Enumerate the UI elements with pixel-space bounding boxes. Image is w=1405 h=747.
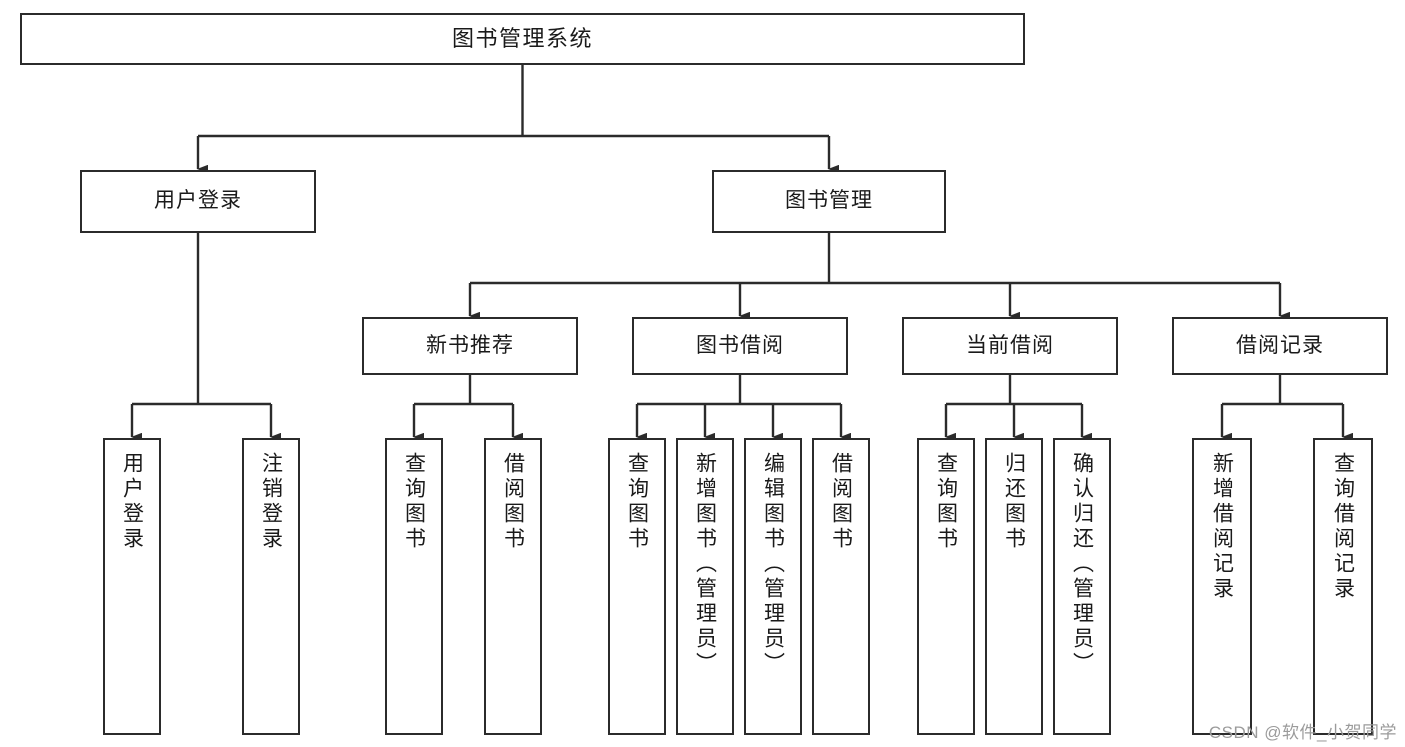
node-label-leaf-add-record: 新增借阅记录 (1210, 452, 1234, 602)
node-label-leaf-query-book-3: 查询图书 (934, 452, 958, 552)
node-root[interactable]: 图书管理系统 (20, 13, 1025, 65)
node-new-book-rec[interactable]: 新书推荐 (362, 317, 578, 375)
node-leaf-borrow-book-2[interactable]: 借阅图书 (812, 438, 870, 735)
node-label-leaf-query-book-2: 查询图书 (625, 452, 649, 552)
node-leaf-user-logout[interactable]: 注销登录 (242, 438, 300, 735)
node-book-manage[interactable]: 图书管理 (712, 170, 946, 233)
node-leaf-user-login[interactable]: 用户登录 (103, 438, 161, 735)
node-label-leaf-user-logout: 注销登录 (259, 452, 283, 552)
node-leaf-return-book[interactable]: 归还图书 (985, 438, 1043, 735)
node-leaf-query-book-3[interactable]: 查询图书 (917, 438, 975, 735)
node-label-leaf-return-book: 归还图书 (1002, 452, 1026, 552)
node-leaf-query-book-1[interactable]: 查询图书 (385, 438, 443, 735)
node-label-leaf-query-record: 查询借阅记录 (1331, 452, 1355, 602)
node-current-borrow[interactable]: 当前借阅 (902, 317, 1118, 375)
node-label-leaf-borrow-book-2: 借阅图书 (829, 452, 853, 552)
node-label-root: 图书管理系统 (451, 26, 593, 52)
node-leaf-query-record[interactable]: 查询借阅记录 (1313, 438, 1373, 735)
node-label-leaf-query-book-1: 查询图书 (402, 452, 426, 552)
node-leaf-edit-book[interactable]: 编辑图书（管理员） (744, 438, 802, 735)
node-label-current-borrow: 当前借阅 (966, 333, 1054, 357)
node-label-book-borrow: 图书借阅 (696, 333, 784, 357)
node-leaf-add-book[interactable]: 新增图书（管理员） (676, 438, 734, 735)
node-leaf-borrow-book-1[interactable]: 借阅图书 (484, 438, 542, 735)
node-label-book-manage: 图书管理 (785, 189, 873, 213)
edge-group (130, 65, 1353, 442)
node-label-leaf-add-book: 新增图书（管理员） (693, 452, 717, 677)
watermark: CSDN @软件_小贺同学 (1208, 723, 1397, 742)
node-label-leaf-borrow-book-1: 借阅图书 (501, 452, 525, 552)
node-leaf-query-book-2[interactable]: 查询图书 (608, 438, 666, 735)
node-label-borrow-record: 借阅记录 (1236, 333, 1324, 357)
node-label-leaf-edit-book: 编辑图书（管理员） (761, 452, 785, 677)
node-user-login[interactable]: 用户登录 (80, 170, 316, 233)
node-label-leaf-confirm-return: 确认归还（管理员） (1070, 452, 1094, 677)
node-label-leaf-user-login: 用户登录 (120, 452, 144, 552)
node-borrow-record[interactable]: 借阅记录 (1172, 317, 1388, 375)
node-label-user-login: 用户登录 (154, 189, 242, 213)
node-label-new-book-rec: 新书推荐 (426, 333, 514, 357)
node-leaf-add-record[interactable]: 新增借阅记录 (1192, 438, 1252, 735)
node-leaf-confirm-return[interactable]: 确认归还（管理员） (1053, 438, 1111, 735)
node-book-borrow[interactable]: 图书借阅 (632, 317, 848, 375)
